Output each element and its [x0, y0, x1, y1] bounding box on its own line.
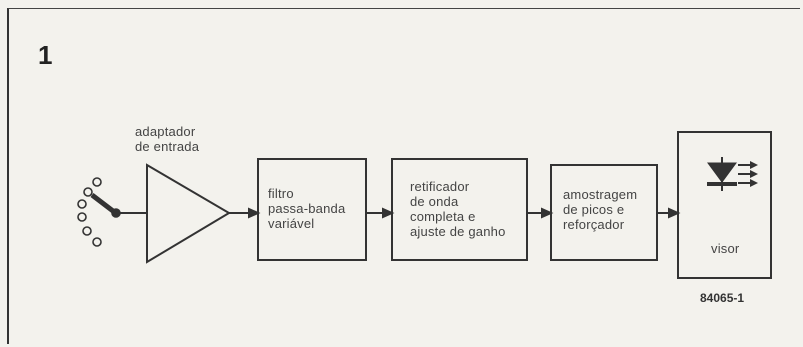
display-label: visor [711, 241, 739, 256]
input-adapter-triangle [146, 163, 231, 264]
filter-line-2: passa-banda [268, 201, 346, 216]
rectifier-line-4: ajuste de ganho [410, 224, 506, 239]
input-adapter-line-1: adaptador [135, 124, 196, 139]
rectifier-label: retificador de onda completa e ajuste de… [410, 179, 506, 239]
display-block [677, 131, 772, 279]
figure-number: 1 [38, 40, 53, 70]
rotary-switch-icon [77, 177, 121, 247]
led-icon [707, 157, 758, 191]
input-adapter-label: adaptador de entrada [135, 124, 199, 154]
filter-label: filtro passa-banda variável [268, 186, 345, 231]
filter-line-1: filtro [268, 186, 294, 201]
rectifier-line-1: retificador [410, 179, 470, 194]
rectifier-line-3: completa e [410, 209, 476, 224]
rectifier-line-2: de onda [410, 194, 459, 209]
peak-label: amostragem de picos e reforçador [563, 187, 637, 232]
input-adapter-line-2: de entrada [135, 139, 200, 154]
peak-line-1: amostragem [563, 187, 638, 202]
filter-block [257, 158, 367, 261]
peak-line-2: de picos e [563, 202, 625, 217]
peak-block [550, 164, 658, 261]
figure-id: 84065-1 [700, 291, 745, 305]
figure-frame [7, 8, 800, 344]
filter-line-3: variável [268, 216, 315, 231]
display-line-1: visor [711, 241, 740, 256]
peak-line-3: reforçador [563, 217, 625, 232]
signal-arrows [229, 207, 681, 219]
rectifier-block [391, 158, 528, 261]
